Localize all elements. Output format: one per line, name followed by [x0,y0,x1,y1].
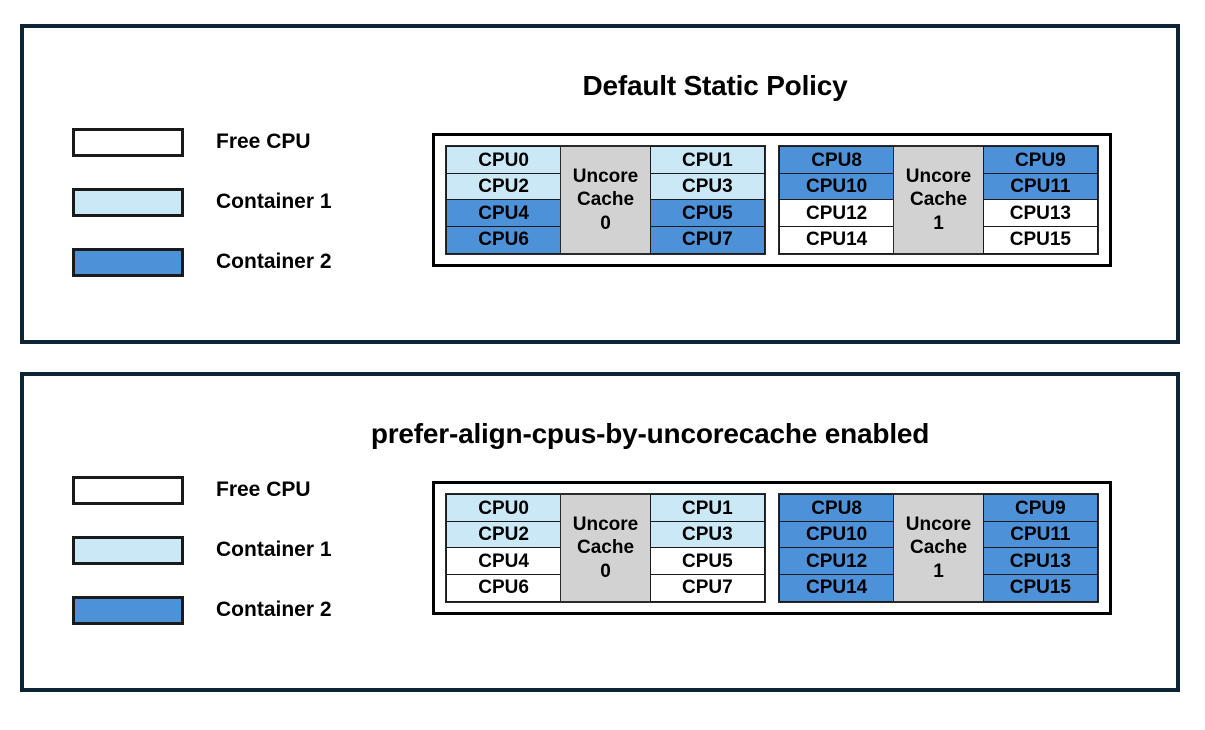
uncore-cache-label-line: Cache [576,189,635,211]
cpu-cell[interactable]: CPU13 [983,199,1098,228]
cpu-cell[interactable]: CPU10 [779,520,894,549]
legend-row: Free CPU [72,112,332,172]
legend-row: Container 2 [72,232,332,292]
legend-label: Container 2 [216,598,332,621]
cpu-cell[interactable]: CPU3 [650,172,765,201]
cpu-cell[interactable]: CPU1 [650,494,765,523]
cpu-cell[interactable]: CPU15 [983,225,1098,254]
uncore-cache-label-line: Cache [576,537,635,559]
legend-label: Free CPU [216,130,311,153]
cpu-cell[interactable]: CPU5 [650,199,765,228]
cpu-cell[interactable]: CPU3 [650,520,765,549]
cpu-cell[interactable]: CPU0 [446,146,561,175]
uncore-cache-label-line: Uncore [905,514,972,536]
panel-title: prefer-align-cpus-by-uncorecache enabled [370,418,930,449]
legend-label: Container 2 [216,250,332,273]
cpu-cell[interactable]: CPU11 [983,520,1098,549]
cpu-cell[interactable]: CPU9 [983,494,1098,523]
cpu-cell[interactable]: CPU4 [446,199,561,228]
cpu-cell[interactable]: CPU14 [779,573,894,602]
legend-row: Container 2 [72,580,332,640]
legend: Free CPU Container 1 Container 2 [72,112,332,292]
cpu-cell[interactable]: CPU10 [779,172,894,201]
cpu-cell[interactable]: CPU14 [779,225,894,254]
cpu-cell[interactable]: CPU12 [779,199,894,228]
legend-row: Container 1 [72,520,332,580]
legend-swatch-2 [72,595,184,625]
cpu-cell[interactable]: CPU0 [446,494,561,523]
cpu-cell[interactable]: CPU11 [983,172,1098,201]
uncore-cache-label-line: Uncore [572,166,639,188]
panel-title: Default Static Policy [582,70,848,101]
legend-label: Container 1 [216,190,332,213]
cpu-cell[interactable]: CPU5 [650,547,765,576]
cpu-cell[interactable]: CPU9 [983,146,1098,175]
cpu-cell[interactable]: CPU2 [446,520,561,549]
legend-label: Container 1 [216,538,332,561]
cpu-cell[interactable]: CPU7 [650,573,765,602]
cpu-cell[interactable]: CPU13 [983,547,1098,576]
uncore-cache-label-line: Uncore [572,514,639,536]
legend-row: Container 1 [72,172,332,232]
uncore-cache-label-line: 1 [933,212,944,234]
legend-swatch-0 [72,475,184,505]
cpu-cell[interactable]: CPU15 [983,573,1098,602]
legend-swatch-2 [72,247,184,277]
cpu-cell[interactable]: CPU6 [446,573,561,602]
policy-panel-1: prefer-align-cpus-by-uncorecache enabled… [20,372,1180,692]
uncore-cache-label-line: Cache [909,537,968,559]
uncore-cache-label-line: Cache [909,189,968,211]
legend-swatch-0 [72,127,184,157]
legend-row: Free CPU [72,460,332,520]
legend-swatch-1 [72,187,184,217]
cpu-cell[interactable]: CPU7 [650,225,765,254]
uncore-cache-label-line: Uncore [905,166,972,188]
cpu-cell[interactable]: CPU12 [779,547,894,576]
legend: Free CPU Container 1 Container 2 [72,460,332,640]
legend-swatch-1 [72,535,184,565]
cpu-cell[interactable]: CPU8 [779,146,894,175]
uncore-cache-label-line: 0 [600,560,611,582]
cpu-cell[interactable]: CPU6 [446,225,561,254]
uncore-cache-label-line: 1 [933,560,944,582]
uncore-cache-label-line: 0 [600,212,611,234]
cpu-cell[interactable]: CPU2 [446,172,561,201]
cpu-cell[interactable]: CPU1 [650,146,765,175]
legend-label: Free CPU [216,478,311,501]
cpu-cell[interactable]: CPU8 [779,494,894,523]
cpu-cell[interactable]: CPU4 [446,547,561,576]
